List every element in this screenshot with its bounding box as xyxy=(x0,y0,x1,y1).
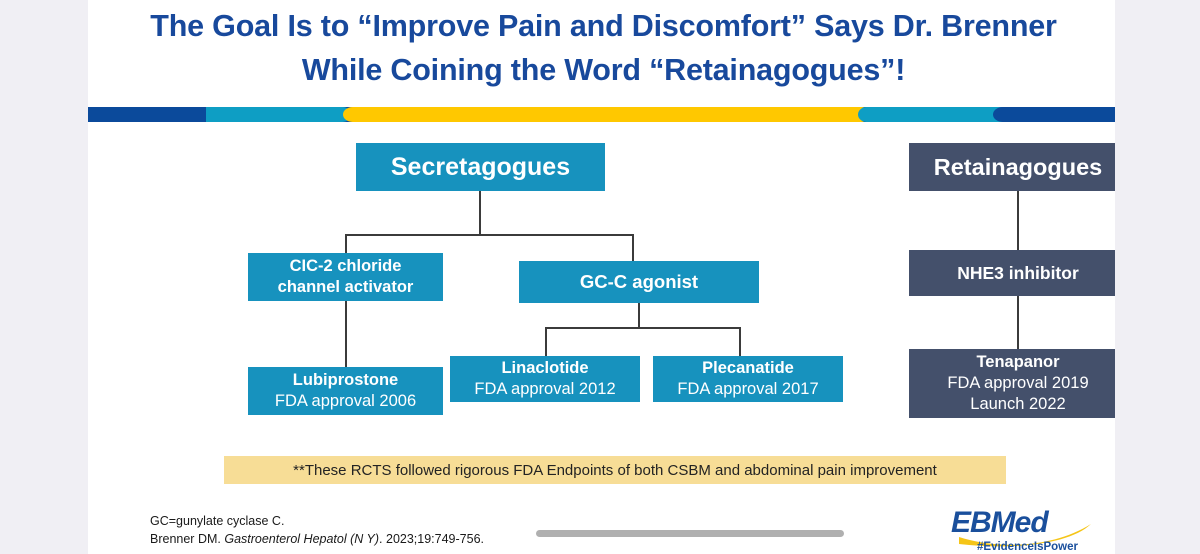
connector-gcc-stem xyxy=(638,303,640,328)
horizontal-scrollbar[interactable] xyxy=(536,530,844,537)
connector-clc2-to-lubiprostone xyxy=(345,301,347,367)
accent-segment-yellow xyxy=(343,107,871,122)
footnote-text: **These RCTS followed rigorous FDA Endpo… xyxy=(293,461,937,479)
connector-to-linaclotide xyxy=(545,327,547,356)
accent-segment-teal-right xyxy=(858,107,1003,122)
node-plecanatide[interactable]: Plecanatide FDA approval 2017 xyxy=(653,356,843,402)
node-tenapanor-name: Tenapanor xyxy=(976,353,1060,371)
node-plecanatide-name: Plecanatide xyxy=(702,359,794,377)
node-retainagogues[interactable]: Retainagogues xyxy=(909,143,1115,191)
logo-wordmark-shape: EBMed xyxy=(951,506,1050,539)
node-gcc-label: GC-C agonist xyxy=(579,271,699,292)
logo-swoosh-shape xyxy=(959,524,1091,547)
node-clc2-chloride-channel-activator[interactable]: CIC-2 chloride channel activator xyxy=(248,253,443,301)
slide-canvas: The Goal Is to “Improve Pain and Discomf… xyxy=(88,0,1115,554)
logo-tagline-shape: #EvidenceIsPower xyxy=(977,541,1079,553)
connector-secretagogues-crossbar xyxy=(345,234,633,236)
node-tenapanor-detail1: FDA approval 2019 xyxy=(947,374,1089,392)
accent-segment-teal-left xyxy=(206,107,351,122)
node-linaclotide-detail: FDA approval 2012 xyxy=(474,380,616,398)
citation-journal: Gastroenterol Hepatol (N Y) xyxy=(224,531,380,546)
connector-gcc-crossbar xyxy=(545,327,741,329)
node-linaclotide[interactable]: Linaclotide FDA approval 2012 xyxy=(450,356,640,402)
connector-to-gcc xyxy=(632,234,634,261)
node-secretagogues[interactable]: Secretagogues xyxy=(356,143,605,191)
citation-author: Brenner DM. xyxy=(150,531,221,546)
accent-color-bar xyxy=(88,107,1115,122)
node-nhe3-inhibitor[interactable]: NHE3 inhibitor xyxy=(909,250,1115,296)
node-tenapanor-detail2: Launch 2022 xyxy=(970,395,1066,413)
citation-block: GC=gunylate cyclase C. Brenner DM. Gastr… xyxy=(150,513,484,548)
node-lubiprostone-detail: FDA approval 2006 xyxy=(274,392,417,410)
node-clc2-label-line1: CIC-2 chloride xyxy=(289,257,402,275)
node-gcc-agonist[interactable]: GC-C agonist xyxy=(519,261,759,303)
citation-reference: Brenner DM. Gastroenterol Hepatol (N Y).… xyxy=(150,531,484,549)
svg-text:#EvidenceIsPower: #EvidenceIsPower xyxy=(977,541,1079,553)
node-lubiprostone[interactable]: Lubiprostone FDA approval 2006 xyxy=(248,367,443,415)
node-nhe3-label: NHE3 inhibitor xyxy=(957,262,1079,283)
svg-text:EBMed: EBMed xyxy=(951,506,1049,539)
connector-nhe3-to-tenapanor xyxy=(1017,296,1019,349)
page-title: The Goal Is to “Improve Pain and Discomf… xyxy=(150,9,1057,87)
node-plecanatide-detail: FDA approval 2017 xyxy=(677,380,819,398)
connector-retainagogues-to-nhe3 xyxy=(1017,191,1019,250)
node-lubiprostone-name: Lubiprostone xyxy=(292,371,399,389)
node-retainagogues-label: Retainagogues xyxy=(933,153,1103,180)
title-block: The Goal Is to “Improve Pain and Discomf… xyxy=(88,0,1115,106)
flow-diagram: Secretagogues CIC-2 chloride channel act… xyxy=(88,122,1115,452)
node-secretagogues-label: Secretagogues xyxy=(390,152,571,181)
ebmed-logo: EBMed #EvidenceIsPower xyxy=(941,500,1107,554)
node-tenapanor[interactable]: Tenapanor FDA approval 2019 Launch 2022 xyxy=(909,349,1115,418)
connector-to-clc2 xyxy=(345,234,347,253)
node-linaclotide-name: Linaclotide xyxy=(501,359,589,377)
node-clc2-label-line2: channel activator xyxy=(277,278,414,296)
accent-segment-blue-right xyxy=(993,107,1115,122)
citation-volume-pages: . 2023;19:749-756. xyxy=(379,531,484,546)
footnote-banner: **These RCTS followed rigorous FDA Endpo… xyxy=(224,456,1006,484)
citation-abbreviation: GC=gunylate cyclase C. xyxy=(150,514,285,528)
connector-secretagogues-stem xyxy=(479,191,481,235)
connector-to-plecanatide xyxy=(739,327,741,356)
